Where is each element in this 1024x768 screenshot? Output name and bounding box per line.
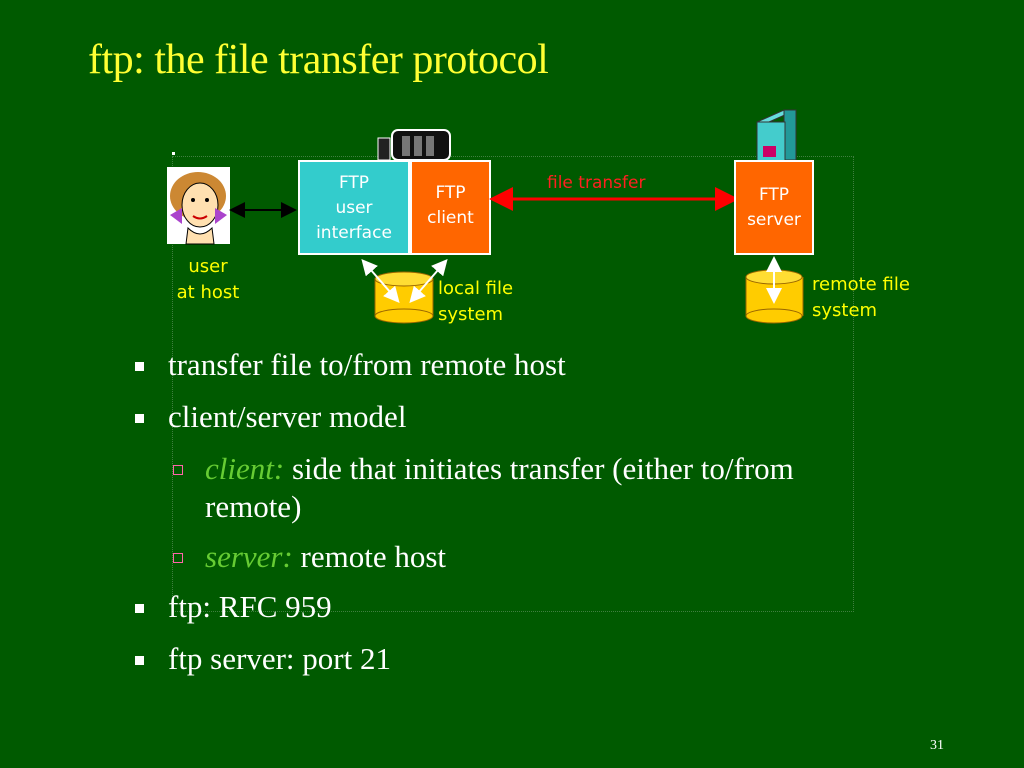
local-file-system-label: local file system: [438, 278, 514, 325]
square-bullet-icon: [135, 362, 144, 371]
hollow-square-bullet-icon: [173, 465, 183, 475]
square-bullet-icon: [135, 656, 144, 665]
bullet-item: transfer file to/from remote host: [130, 346, 870, 384]
file-transfer-label: file transfer: [547, 173, 646, 193]
user-face-icon: [167, 167, 230, 245]
ftp-user-interface-label: FTP user interface: [316, 173, 392, 243]
ftp-client-label: FTP client: [427, 183, 474, 228]
remote-file-system-label: remote file system: [812, 274, 910, 321]
bullet-list: transfer file to/from remote host client…: [130, 346, 870, 692]
bullet-item: ftp: RFC 959: [130, 588, 870, 626]
ui-disk-link: [361, 258, 400, 304]
ftp-user-interface-box: [298, 160, 410, 255]
square-bullet-icon: [135, 414, 144, 423]
page-number: 31: [930, 738, 944, 753]
local-disk-icon: [374, 271, 434, 324]
square-bullet-icon: [135, 604, 144, 613]
bullet-item: client/server model: [130, 398, 870, 436]
bullet-item: ftp server: port 21: [130, 640, 870, 678]
client-disk-link: [409, 258, 448, 304]
placeholder-mark: [172, 152, 175, 155]
slide-title: ftp: the file transfer protocol: [88, 37, 549, 83]
user-at-host-label: user at host: [176, 256, 240, 303]
ftp-server-box: [734, 160, 814, 255]
host-computer-icon: [377, 129, 451, 161]
ftp-server-label: FTP server: [747, 185, 801, 230]
hollow-square-bullet-icon: [173, 553, 183, 563]
server-tower-icon: [756, 109, 797, 163]
sub-bullet-item: server: remote host: [130, 538, 870, 576]
diagram-frame: [172, 156, 854, 612]
ftp-client-box: [410, 160, 491, 255]
sub-bullet-item: client: side that initiates transfer (ei…: [130, 450, 870, 526]
